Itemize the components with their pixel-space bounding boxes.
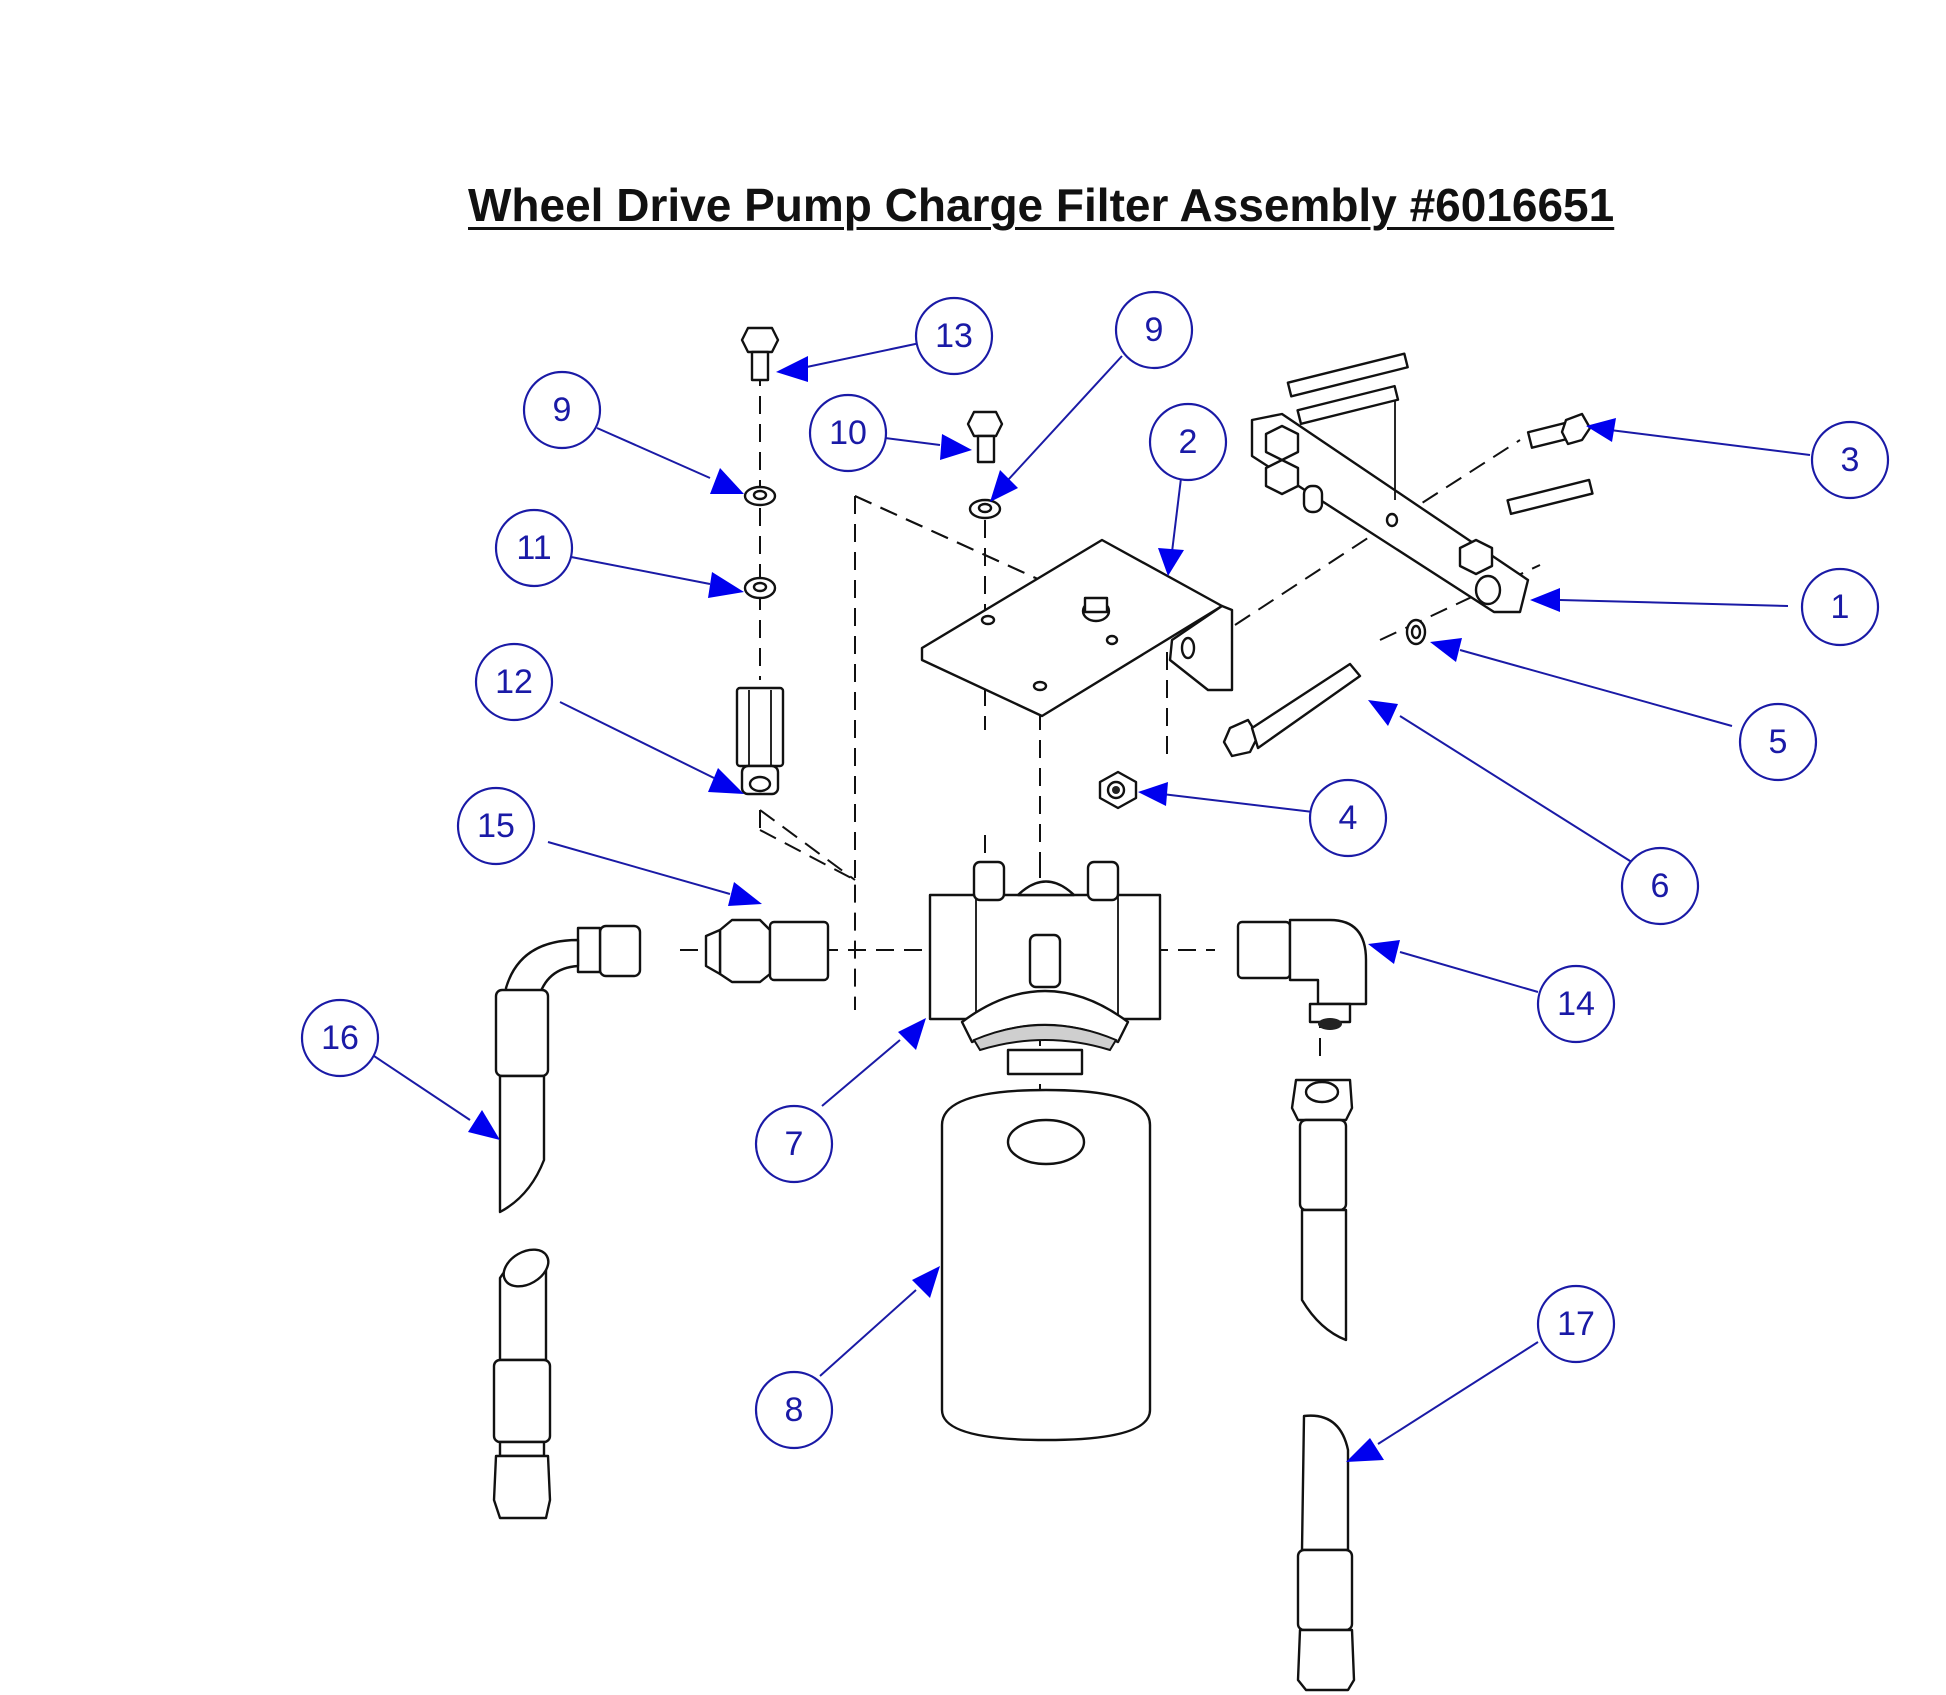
callout-9-right: 9	[1114, 290, 1194, 370]
callout-4: 4	[1308, 778, 1388, 858]
filter-canister-8	[940, 1088, 1152, 1442]
washer-5	[1405, 618, 1427, 646]
mounting-bracket-2	[920, 538, 1234, 718]
hose-16-lower	[492, 1248, 552, 1520]
callout-6: 6	[1620, 846, 1700, 926]
callout-8-label: 8	[785, 1391, 804, 1429]
callout-11-label: 11	[516, 529, 551, 567]
bolt-3	[1526, 412, 1592, 449]
elbow-fitting-14	[1236, 918, 1368, 1030]
callout-9-right-label: 9	[1145, 311, 1164, 349]
washer-11	[743, 576, 777, 600]
callout-10-label: 10	[829, 414, 867, 452]
callout-13: 13	[914, 296, 994, 376]
hose-17-lower	[1296, 1414, 1356, 1692]
callout-2: 2	[1148, 402, 1228, 482]
hose-16-upper	[494, 924, 642, 1214]
callout-1-label: 1	[1831, 588, 1850, 626]
callout-17: 17	[1536, 1284, 1616, 1364]
nut-4	[1098, 770, 1138, 810]
callout-7-label: 7	[785, 1125, 804, 1163]
callout-17-label: 17	[1557, 1305, 1595, 1343]
callout-3-label: 3	[1841, 441, 1860, 479]
callout-16-label: 16	[321, 1019, 359, 1057]
fitting-15	[704, 918, 830, 984]
callout-4-label: 4	[1339, 799, 1358, 837]
callout-14: 14	[1536, 964, 1616, 1044]
callout-5: 5	[1738, 702, 1818, 782]
callout-9-left: 9	[522, 370, 602, 450]
callout-16: 16	[300, 998, 380, 1078]
callout-11: 11	[494, 508, 574, 588]
callout-12: 12	[474, 642, 554, 722]
callout-2-label: 2	[1179, 423, 1198, 461]
hose-17-upper	[1290, 1078, 1354, 1342]
callout-14-label: 14	[1557, 985, 1595, 1023]
callout-6-label: 6	[1651, 867, 1670, 905]
leader-lines	[367, 342, 1811, 1462]
callout-8: 8	[754, 1370, 834, 1450]
bolt-13	[740, 326, 780, 382]
callout-15: 15	[456, 786, 536, 866]
callout-13-label: 13	[935, 317, 973, 355]
long-bolt-6	[1222, 662, 1362, 758]
callouts: 1 2 3 4 5 6 7 8	[300, 290, 1890, 1450]
bolt-10	[966, 410, 1004, 464]
filter-head-7	[928, 860, 1162, 1076]
callout-1: 1	[1800, 567, 1880, 647]
callout-12-label: 12	[495, 663, 533, 701]
clamp-12	[735, 686, 785, 796]
callout-10: 10	[808, 393, 888, 473]
callout-15-label: 15	[477, 807, 515, 845]
washer-9-right	[968, 498, 1002, 520]
callout-5-label: 5	[1769, 723, 1788, 761]
callout-3: 3	[1810, 420, 1890, 500]
callout-9-left-label: 9	[553, 391, 572, 429]
mounting-plate-1	[1250, 352, 1594, 614]
callout-7: 7	[754, 1104, 834, 1184]
washer-9-left	[743, 485, 777, 507]
diagram-title: Wheel Drive Pump Charge Filter Assembly …	[468, 179, 1615, 231]
